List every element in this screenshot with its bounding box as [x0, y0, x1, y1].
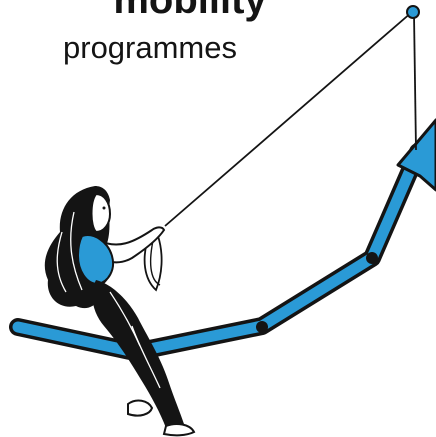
growth-arrow: [9, 118, 436, 361]
heading-line-1: mobility: [113, 0, 267, 22]
pulley-icon: [406, 5, 420, 19]
woman-figure: [44, 186, 196, 437]
shoe-front: [162, 423, 196, 437]
pulley-rope: [143, 5, 420, 292]
heading-line-2: programmes: [63, 30, 237, 65]
arrow-joint-1: [256, 321, 268, 333]
shoe-back: [127, 399, 154, 417]
arrow-joint-2: [366, 252, 378, 264]
